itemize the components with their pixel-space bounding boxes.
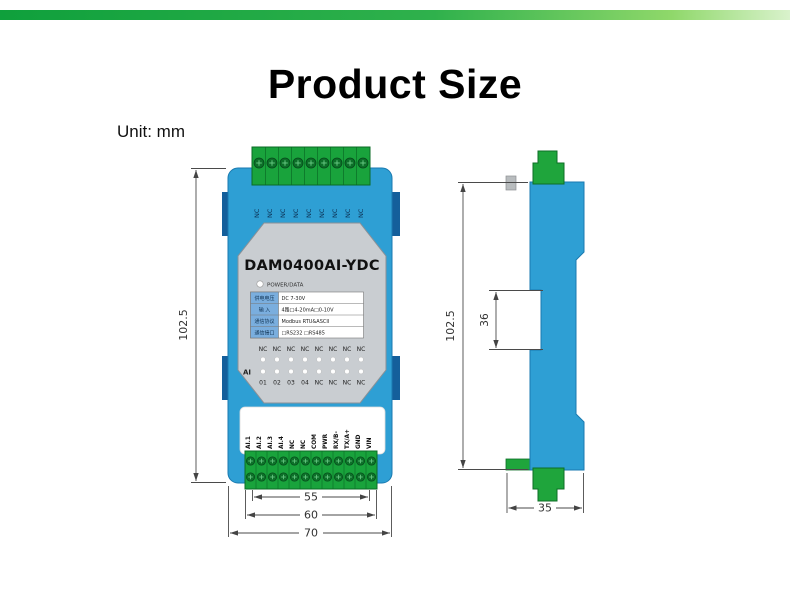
power-led xyxy=(256,280,264,288)
dim-front-height: 102.5 xyxy=(177,309,190,341)
channel-bottom-row: 01 02 03 04 NC NC NC NC xyxy=(259,380,365,387)
channel-label: NC xyxy=(343,346,352,353)
bottom-terminal-labels: AI.1 AI.2 AI.3 AI.4 NC NC COM PWR RX/B- … xyxy=(246,429,373,449)
power-led-label: POWER/DATA xyxy=(267,283,304,289)
channel-label: NC xyxy=(259,346,268,353)
dim-width-block: 60 xyxy=(304,509,318,522)
dim-side-height: 102.5 xyxy=(444,310,457,342)
channel-label: NC xyxy=(343,380,352,387)
bottom-terminal-block xyxy=(244,450,378,490)
model-label: DAM0400AI-YDC xyxy=(244,258,380,274)
spec-row-value: 4路□4-20mA□0-10V xyxy=(282,307,335,314)
channel-label: NC xyxy=(357,346,366,353)
top-terminal-label: NC xyxy=(318,208,326,218)
dim-width-terminal: 55 xyxy=(304,491,318,504)
bottom-terminal-label: AI.4 xyxy=(279,436,285,449)
bottom-terminal-label: AI.2 xyxy=(257,436,263,449)
spec-table: 供电电压 输 入 通信协议 通信接口 DC 7-30V 4路□4-20mA□0-… xyxy=(250,291,364,339)
accent-bar xyxy=(0,10,790,20)
side-view xyxy=(505,150,585,502)
bottom-terminal-label: NC xyxy=(290,440,296,449)
spec-row-value: DC 7-30V xyxy=(282,296,306,302)
top-terminal-screws xyxy=(253,157,369,169)
unit-label: Unit: mm xyxy=(117,122,185,141)
top-terminal-label: NC xyxy=(331,208,339,218)
channel-label: NC xyxy=(301,346,310,353)
side-bottom-clip xyxy=(532,467,565,502)
bottom-terminal-label: PWR xyxy=(323,433,329,449)
top-terminal-labels: NC NC NC NC NC NC NC NC NC xyxy=(253,208,365,218)
top-terminal-label: NC xyxy=(344,208,352,218)
spec-row-value: Modbus RTU&ASCII xyxy=(282,319,330,325)
ai-label: AI xyxy=(243,369,251,377)
bottom-terminal-label: NC xyxy=(301,440,307,449)
bottom-terminal-label: AI.3 xyxy=(268,436,274,449)
channel-label: 03 xyxy=(287,380,295,387)
dim-side-depth: 35 xyxy=(538,502,552,515)
channel-label: NC xyxy=(329,346,338,353)
spec-row-label: 供电电压 xyxy=(254,295,274,302)
channel-label: 02 xyxy=(273,380,281,387)
channel-label: 04 xyxy=(301,380,309,387)
spec-row-label: 通信协议 xyxy=(254,318,274,325)
dim-side-rail-slot: 36 xyxy=(479,313,491,327)
top-terminal-label: NC xyxy=(292,208,300,218)
channel-label: NC xyxy=(315,346,324,353)
spec-row-label: 通信接口 xyxy=(254,330,274,337)
channel-label: NC xyxy=(329,380,338,387)
top-terminal-label: NC xyxy=(357,208,365,218)
dimension-labels: 102.5 55 60 70 102.5 36 35 xyxy=(177,309,552,539)
top-terminal-label: NC xyxy=(305,208,313,218)
top-terminal-label: NC xyxy=(253,208,261,218)
channel-label: NC xyxy=(315,380,324,387)
bottom-terminal-label: TX/A+ xyxy=(345,429,351,449)
top-terminal-block xyxy=(251,146,371,186)
front-side-tabs xyxy=(222,192,400,400)
side-release-button xyxy=(505,175,517,191)
side-top-clip xyxy=(532,150,565,185)
page-title: Product Size xyxy=(267,61,523,108)
bottom-terminal-label: VIN xyxy=(367,437,373,449)
bottom-terminal-label: COM xyxy=(312,434,318,449)
dim-width-overall: 70 xyxy=(304,527,318,540)
side-bottom-lever xyxy=(505,458,534,471)
side-body xyxy=(529,181,585,471)
bottom-terminal-label: AI.1 xyxy=(246,436,252,449)
channel-top-row: NC NC NC NC NC NC NC NC xyxy=(259,346,366,353)
spec-row-label: 输 入 xyxy=(259,307,271,314)
channel-label: NC xyxy=(287,346,296,353)
dimension-label-backplates xyxy=(299,490,556,539)
top-terminal-label: NC xyxy=(279,208,287,218)
channel-label: NC xyxy=(357,380,366,387)
top-terminal-label: NC xyxy=(266,208,274,218)
spec-row-value: □RS232 □RS485 xyxy=(282,331,325,337)
front-view: NC NC NC NC NC NC NC NC NC DAM0400AI-YDC… xyxy=(222,146,400,490)
channel-label: 01 xyxy=(259,380,267,387)
channel-label: NC xyxy=(273,346,282,353)
bottom-terminal-label: RX/B- xyxy=(334,431,340,449)
bottom-terminal-label: GND xyxy=(356,434,362,449)
